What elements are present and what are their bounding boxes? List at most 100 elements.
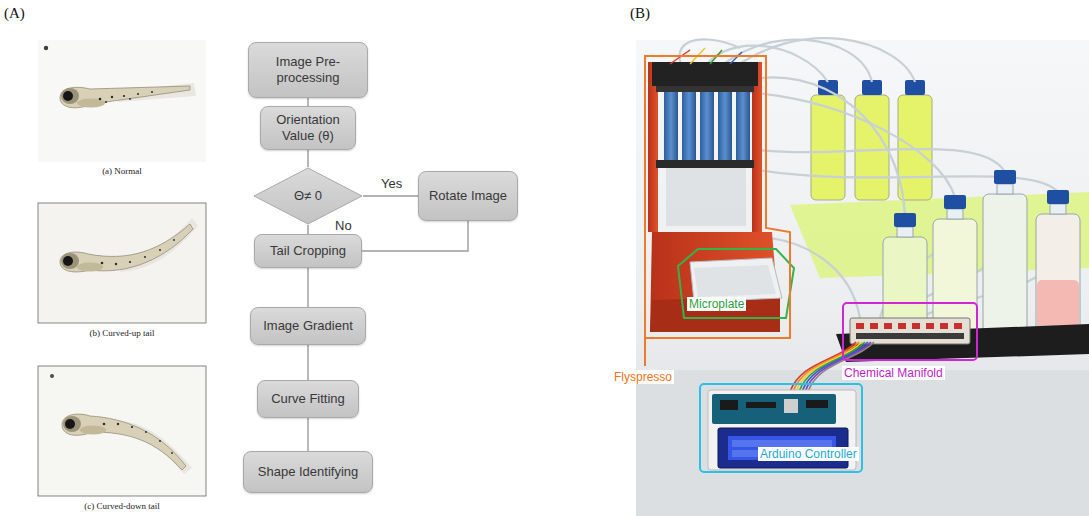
fish-photo-normal	[63, 91, 73, 101]
apparatus-photo	[636, 40, 1089, 516]
flyspresso-device	[694, 265, 776, 297]
arduino-controller	[732, 440, 832, 447]
fish-photo-normal	[137, 93, 139, 95]
fish-photo-curved-up	[173, 239, 175, 241]
fish-photo-curved-up	[101, 262, 104, 265]
figure-caption: (a) Normal	[38, 166, 206, 177]
fish-photo-curved-up	[129, 261, 131, 263]
tubing	[745, 92, 955, 197]
callout-label: Chemical Manifold	[842, 366, 945, 380]
fish-photo-normal	[129, 98, 131, 100]
callout-label: Arduino Controller	[758, 447, 859, 461]
edge-label: Yes	[380, 176, 403, 192]
reagent-bottles-front	[1050, 204, 1066, 214]
fish-photo-normal	[111, 96, 113, 98]
node-text: Θ≠ 0	[294, 188, 322, 204]
fish-photo-curved-down	[50, 374, 54, 378]
reagent-bottles-front	[983, 194, 1027, 340]
diamond-outline	[254, 168, 362, 224]
fish-photo-curved-down	[171, 452, 173, 454]
fish-photo-curved-down	[159, 440, 161, 442]
chemical-manifold	[884, 323, 892, 329]
fish-photo-normal	[123, 95, 125, 97]
node-text: Tail Cropping	[270, 243, 346, 259]
process-box: Curve Fitting	[257, 380, 359, 418]
chemical-manifold	[856, 323, 864, 329]
chemical-manifold	[940, 323, 948, 329]
connector-line	[307, 150, 308, 167]
chemical-manifold	[856, 333, 964, 339]
arduino-controller	[712, 394, 836, 424]
reagent-bottles-front	[894, 213, 916, 227]
fish-photo-curved-down	[62, 414, 186, 470]
chemical-manifold	[954, 323, 962, 329]
reagent-bottles-back	[905, 80, 925, 95]
reagent-bottles-front	[897, 227, 913, 237]
fish-photo-normal	[77, 99, 105, 108]
arduino-controller	[746, 402, 776, 408]
panel-label: (A)	[4, 4, 25, 22]
decision-diamond: Θ≠ 0	[253, 167, 363, 225]
fish-photo-normal	[60, 86, 190, 108]
reagent-bottles-front	[883, 170, 1080, 342]
flyspresso-device	[690, 258, 782, 302]
flyspresso-device	[650, 296, 780, 332]
arduino-controller	[720, 400, 738, 410]
fish-photo-normal	[99, 98, 102, 101]
fish-photo-normal	[151, 91, 153, 93]
fish-photo-curved-down	[131, 426, 133, 428]
panel-label: (B)	[630, 4, 650, 22]
edge-label: No	[334, 218, 353, 234]
fish-photo-normal	[38, 40, 206, 162]
fish-photo-curved-down	[117, 423, 119, 425]
node-text: Image Gradient	[263, 318, 353, 334]
flyspresso-device	[682, 92, 696, 160]
reagent-bottles-back	[862, 80, 882, 95]
figure-caption: (b) Curved-up tail	[38, 328, 206, 339]
fish-photo-curved-up	[63, 256, 73, 266]
microplate-outline	[678, 249, 794, 318]
chemical-manifold	[850, 318, 970, 344]
process-box: Tail Cropping	[254, 234, 362, 268]
node-text: Image Pre-processing	[257, 54, 359, 85]
fish-photo-curved-up	[159, 249, 161, 251]
fish-photo-normal	[61, 88, 79, 104]
flyspresso-device	[666, 168, 746, 226]
reagent-bottles-front	[947, 209, 963, 219]
fish-photo-curved-up	[60, 224, 193, 272]
callout-label: Microplate	[687, 297, 746, 311]
flyspresso-device	[652, 62, 758, 86]
process-box: Image Pre-processing	[248, 42, 368, 98]
chemical-manifold	[850, 318, 970, 344]
fish-photo-curved-down	[103, 423, 106, 426]
flyspresso-device	[700, 92, 714, 160]
connector-line	[362, 221, 468, 251]
flyspresso-device	[718, 92, 732, 160]
fish-photo-curved-down	[38, 366, 206, 496]
node-text: Orientation Value (θ)	[269, 112, 347, 143]
fish-photo-curved-up	[38, 203, 206, 323]
reagent-bottles-front	[1036, 214, 1080, 342]
fish-photo-curved-down	[38, 366, 206, 496]
process-box: Orientation Value (θ)	[260, 106, 356, 150]
connector-line	[307, 98, 308, 106]
chemical-manifold	[912, 323, 920, 329]
flyspresso-device	[648, 48, 782, 332]
tubing	[740, 77, 905, 215]
flyspresso-device	[656, 86, 754, 92]
chemical-manifold	[898, 323, 906, 329]
reagent-bottles-front	[997, 184, 1013, 194]
process-box: Image Gradient	[250, 307, 366, 345]
apparatus-photo	[636, 370, 1089, 516]
reagent-bottles-back	[811, 80, 932, 200]
flyspresso-outline	[645, 56, 790, 366]
connector-line	[363, 195, 418, 196]
tubing	[770, 238, 860, 318]
reagent-bottles-back	[898, 95, 932, 200]
node-text: Shape Identifying	[258, 464, 358, 480]
fish-photo-curved-up	[61, 253, 79, 269]
connector-line	[307, 418, 308, 451]
reagent-bottles-front	[944, 195, 966, 209]
